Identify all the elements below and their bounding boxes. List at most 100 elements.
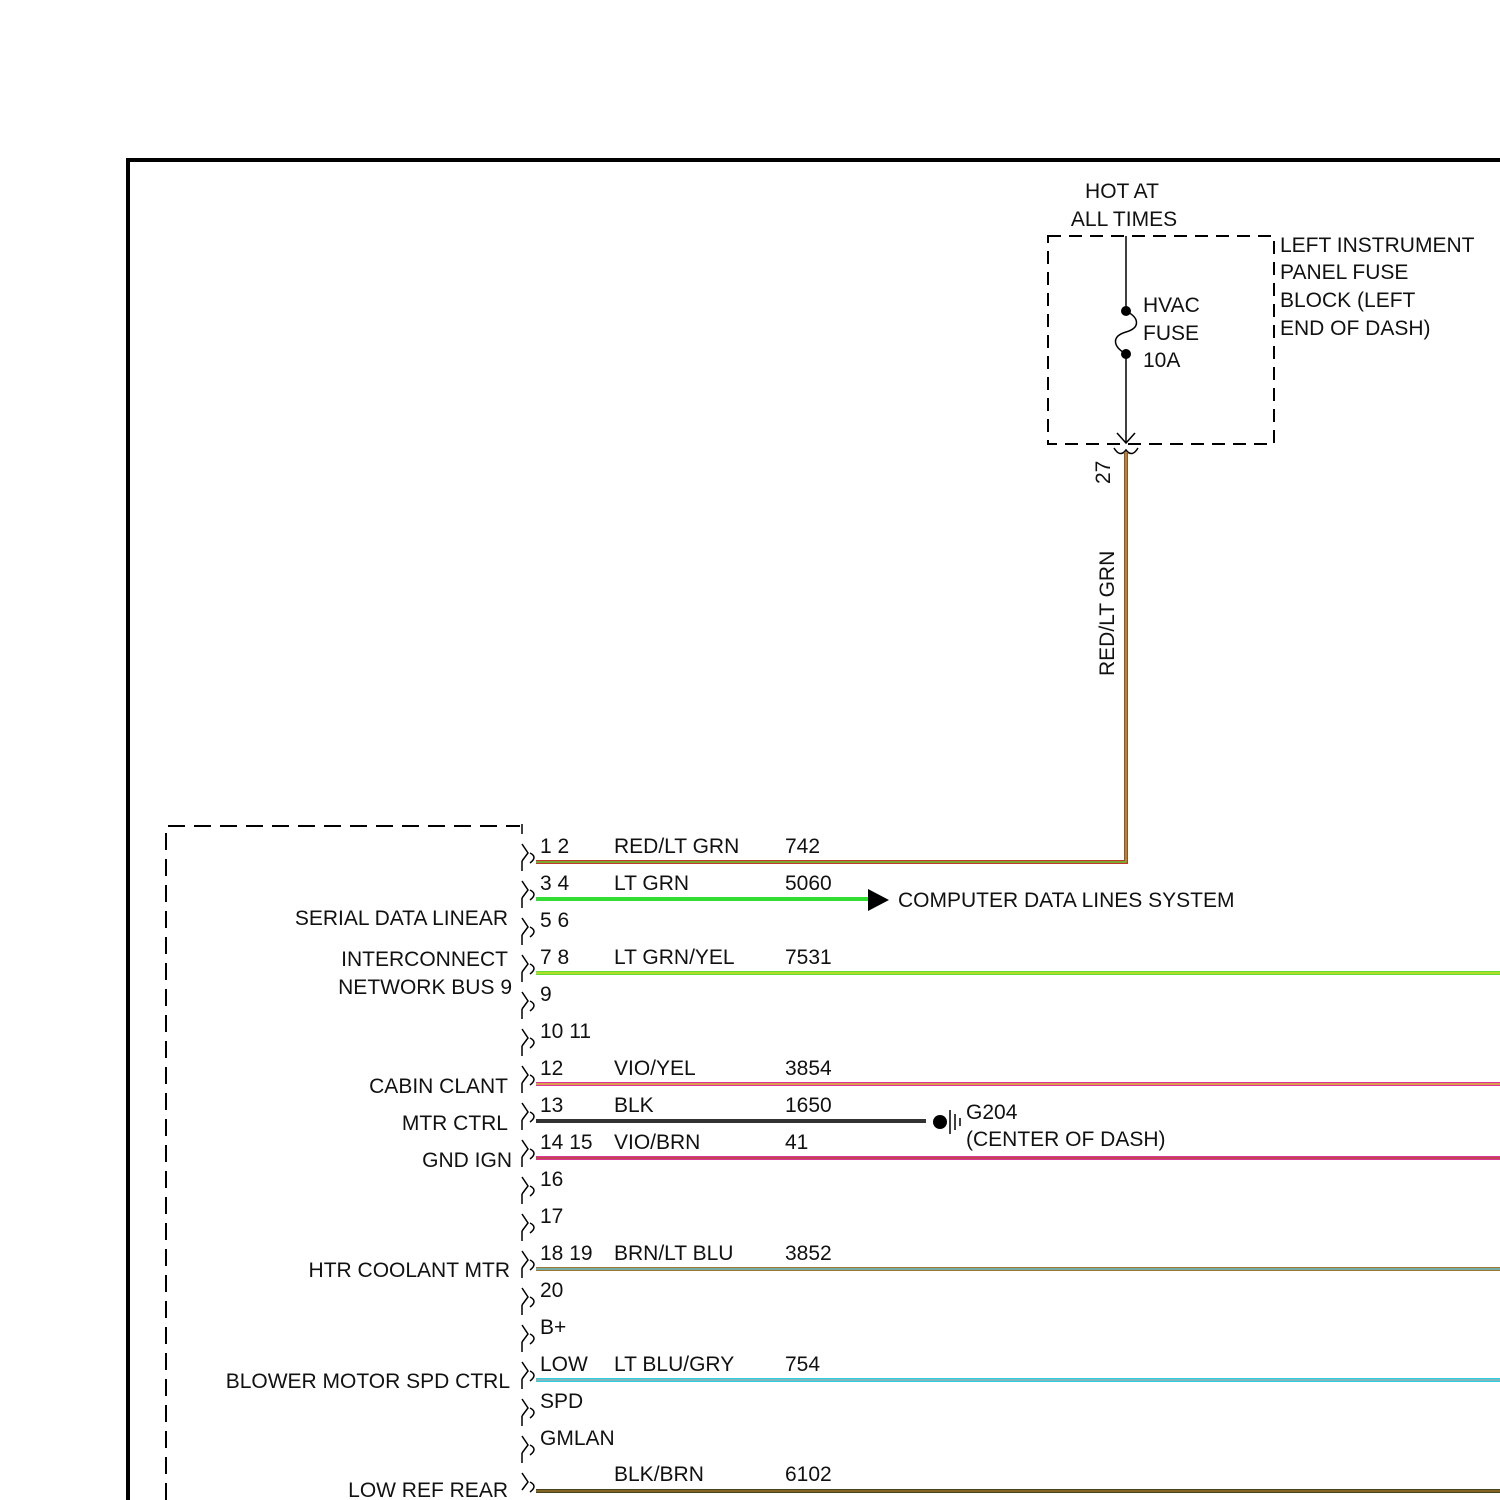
connector-cavity-icon [522, 824, 534, 863]
connector-pin-row: 5 6 [522, 898, 569, 937]
ground-name: G204 [966, 1101, 1018, 1124]
wire-circuit-754: 754 [785, 1353, 820, 1376]
connector-pin-row: 3 4 [522, 861, 570, 900]
connector-pin-row: 14 15 [522, 1120, 593, 1159]
connector-cavity-icon [522, 1453, 534, 1492]
fuse-block-label-2: PANEL FUSE [1280, 261, 1408, 284]
connector-pin-row: LOW [522, 1342, 588, 1381]
power-source: HOT AT ALL TIMES [1071, 180, 1177, 231]
hvac-module: SERIAL DATA LINEAR INTERCONNECT NETWORK … [166, 826, 520, 1500]
wire-circuit-6102: 6102 [785, 1463, 832, 1486]
computer-data-lines-reference: COMPUTER DATA LINES SYSTEM [868, 889, 1234, 912]
fuse-label-3: 10A [1143, 349, 1180, 372]
connector-pin-row: GMLAN [522, 1416, 615, 1455]
connector-pin-row: 9 [522, 972, 552, 1011]
wire-labels: RED/LT GRN 742 LT GRN 5060 LT GRN/YEL 75… [614, 835, 832, 1486]
pin-label: 7 8 [540, 946, 569, 969]
connector-pin-row: 16 [522, 1157, 563, 1196]
wire-circuit-41: 41 [785, 1131, 808, 1154]
fuse-block-label-3: BLOCK (LEFT [1280, 289, 1416, 312]
connector-cavity-icon [522, 898, 534, 937]
wire-runs [536, 899, 1500, 1491]
connector-pin-row: B+ [522, 1305, 566, 1344]
connector-cavity-icon [522, 1416, 534, 1455]
connector-cavity-icon [522, 1157, 534, 1196]
label-mtr-ctrl: MTR CTRL [402, 1112, 508, 1135]
connector-pin-row: 13 [522, 1083, 563, 1122]
feed-wire-color-label: RED/LT GRN [1096, 551, 1119, 676]
label-low-ref-rear: LOW REF REAR [348, 1479, 508, 1500]
connector-pin-row: 10 11 [522, 1009, 591, 1048]
pin-label: 12 [540, 1057, 563, 1080]
connector-cavity-icon [522, 1120, 534, 1159]
connector-cavity-icon [522, 1083, 534, 1122]
wire-color-6102: BLK/BRN [614, 1463, 704, 1486]
connector-pin-row: 7 8 [522, 935, 569, 974]
label-cabin-clant: CABIN CLANT [369, 1075, 508, 1098]
pin-label: 9 [540, 983, 552, 1006]
fuse-block-pin: 27 [1092, 461, 1115, 484]
fuse-block-label-1: LEFT INSTRUMENT [1280, 234, 1475, 257]
wire-color-742: RED/LT GRN [614, 835, 739, 858]
pin-label: GMLAN [540, 1427, 615, 1450]
pin-label: 14 15 [540, 1131, 593, 1154]
pin-label: 3 4 [540, 872, 570, 895]
connector-pin-row [522, 1453, 534, 1492]
connector-cavity-icon [522, 1009, 534, 1048]
connector-cavity-icon [522, 1342, 534, 1381]
connector-pin-row: 17 [522, 1194, 563, 1233]
destination-label: COMPUTER DATA LINES SYSTEM [898, 889, 1234, 912]
connector-cavity-icon [522, 972, 534, 1011]
wire-circuit-1650: 1650 [785, 1094, 832, 1117]
connector-cavity-icon [522, 1305, 534, 1344]
wire-circuit-3854: 3854 [785, 1057, 832, 1080]
label-network-bus-9: NETWORK BUS 9 [338, 976, 512, 999]
pin-label: 1 2 [540, 835, 569, 858]
ground-g204: G204 (CENTER OF DASH) [933, 1101, 1166, 1151]
pin-label: SPD [540, 1390, 583, 1413]
connector-cavity-icon [522, 861, 534, 900]
connector-cavity-icon [522, 1194, 534, 1233]
pin-label: B+ [540, 1316, 566, 1339]
connector-pin-row: 18 19 [522, 1231, 593, 1270]
wire-circuit-742: 742 [785, 835, 820, 858]
connector-cavity-icon [522, 1231, 534, 1270]
wire-color-754: LT BLU/GRY [614, 1353, 734, 1376]
pin-label: 16 [540, 1168, 563, 1191]
connector-pin-row: 12 [522, 1046, 563, 1085]
ground-terminal [933, 1115, 947, 1129]
connector-pin-row: 20 [522, 1268, 563, 1307]
pin-label: 18 19 [540, 1242, 593, 1265]
wire-color-41: VIO/BRN [614, 1131, 700, 1154]
pin-label: 17 [540, 1205, 563, 1228]
pin-label: LOW [540, 1353, 588, 1376]
fuse-element-icon [1116, 311, 1137, 354]
connector-cavity-icon [522, 1268, 534, 1307]
fuse-block-label-4: END OF DASH) [1280, 317, 1431, 340]
power-source-line1: HOT AT [1085, 180, 1159, 203]
arrow-right-icon [868, 889, 889, 911]
connector-pin-row: SPD [522, 1379, 583, 1418]
label-htr-coolant-mtr: HTR COOLANT MTR [309, 1259, 510, 1282]
wire-color-3852: BRN/LT BLU [614, 1242, 733, 1265]
ground-location: (CENTER OF DASH) [966, 1128, 1166, 1151]
pin-label: 13 [540, 1094, 563, 1117]
wire-circuit-3852: 3852 [785, 1242, 832, 1265]
wire-circuit-5060: 5060 [785, 872, 832, 895]
wire-color-3854: VIO/YEL [614, 1057, 696, 1080]
connector-cavity-icon [522, 1046, 534, 1085]
label-blower-motor-spd-ctrl: BLOWER MOTOR SPD CTRL [226, 1370, 510, 1393]
diagram-frame [128, 160, 1500, 1500]
pin-label: 20 [540, 1279, 563, 1302]
label-interconnect: INTERCONNECT [341, 948, 508, 971]
wire-color-5060: LT GRN [614, 872, 689, 895]
connector-pin-row: 1 2 [522, 824, 569, 863]
fuse-label-2: FUSE [1143, 322, 1199, 345]
feed-wire-742 [536, 452, 1126, 862]
connector-cavity-icon [522, 935, 534, 974]
power-source-line2: ALL TIMES [1071, 208, 1177, 231]
pin-label: 10 11 [540, 1020, 591, 1043]
wire-circuit-7531: 7531 [785, 946, 832, 969]
wire-color-7531: LT GRN/YEL [614, 946, 735, 969]
